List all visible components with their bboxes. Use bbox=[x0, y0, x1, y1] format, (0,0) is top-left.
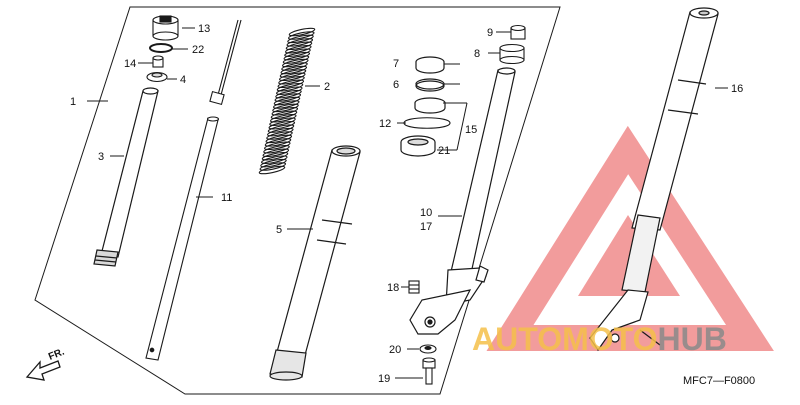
part-dust-seal-7 bbox=[415, 56, 445, 74]
part-guide-bush-21 bbox=[400, 135, 436, 157]
spring-coil bbox=[258, 165, 286, 175]
spring-coil bbox=[275, 89, 302, 99]
part-oil-seal bbox=[414, 97, 446, 114]
part-nut-14 bbox=[152, 55, 164, 68]
spring-coil bbox=[285, 41, 313, 51]
spring-coil bbox=[279, 72, 306, 82]
watermark-text-moto: MOTO bbox=[562, 321, 657, 357]
spring-coil bbox=[265, 134, 293, 144]
label-part-5: 5 bbox=[276, 224, 282, 236]
spring-coil bbox=[273, 100, 300, 109]
label-part-1: 1 bbox=[70, 96, 76, 108]
label-part-21: 21 bbox=[438, 145, 450, 157]
front-direction-indicator: FR. bbox=[25, 346, 66, 381]
spring-coil bbox=[278, 76, 305, 85]
watermark-text-hub: HUB bbox=[657, 321, 726, 357]
part-slide-bush-8 bbox=[499, 43, 525, 65]
label-part-2: 2 bbox=[324, 81, 330, 93]
part-bolt-19 bbox=[422, 357, 436, 385]
watermark-text: AUTOMOTOHUB bbox=[472, 321, 727, 357]
spring-coil bbox=[263, 145, 290, 154]
spring-coil bbox=[271, 107, 299, 116]
spring-coil bbox=[259, 162, 287, 171]
label-part-7: 7 bbox=[393, 58, 399, 70]
part-bolt-18 bbox=[408, 280, 420, 294]
frame-outline bbox=[34, 6, 561, 395]
label-part-16: 16 bbox=[731, 83, 743, 95]
part-oring-22 bbox=[149, 43, 173, 53]
spring-coil bbox=[267, 124, 295, 133]
part-number-labels: 1 2 3 4 5 6 7 8 9 10 11 12 13 14 15 16 1… bbox=[70, 23, 743, 385]
label-part-19: 19 bbox=[378, 373, 390, 385]
label-part-15: 15 bbox=[465, 124, 477, 136]
label-part-14: 14 bbox=[124, 58, 136, 70]
spring-coil bbox=[266, 131, 293, 140]
label-part-17: 17 bbox=[420, 221, 432, 233]
spring-coil bbox=[280, 65, 308, 75]
spring-coil bbox=[270, 114, 297, 123]
spring-coil bbox=[269, 117, 296, 126]
spring-coil bbox=[264, 138, 292, 147]
part-outer-tube bbox=[269, 145, 361, 381]
label-part-8: 8 bbox=[474, 48, 480, 60]
part-back-up-ring-12 bbox=[403, 117, 451, 129]
label-part-22: 22 bbox=[192, 44, 204, 56]
part-bush-9 bbox=[510, 24, 526, 40]
spring-coil bbox=[276, 86, 303, 95]
label-part-20: 20 bbox=[389, 344, 401, 356]
spring-coil bbox=[268, 120, 296, 130]
spring-coil bbox=[273, 96, 301, 106]
spring-coil bbox=[286, 38, 314, 47]
front-direction-label: FR. bbox=[47, 346, 66, 362]
spring-coil bbox=[285, 45, 312, 54]
part-stopper-ring-6 bbox=[415, 78, 445, 92]
label-part-10: 10 bbox=[420, 207, 432, 219]
spring-coil bbox=[284, 48, 311, 57]
spring-coil bbox=[282, 55, 310, 64]
spring-coil bbox=[288, 31, 315, 40]
part-washer-20 bbox=[419, 344, 437, 354]
watermark-text-auto: AUTO bbox=[472, 321, 562, 357]
spring-coil bbox=[281, 62, 308, 71]
label-part-11: 11 bbox=[221, 192, 232, 204]
label-part-6: 6 bbox=[393, 79, 399, 91]
spring-coil bbox=[267, 127, 294, 137]
spring-coil bbox=[276, 82, 304, 92]
spring-coil bbox=[282, 58, 309, 68]
label-part-18: 18 bbox=[387, 282, 399, 294]
spring-coil bbox=[287, 34, 314, 44]
part-washer-4 bbox=[146, 71, 168, 83]
part-fork-leg-left bbox=[409, 67, 516, 335]
part-cap-bolt-13 bbox=[152, 15, 179, 41]
diagram-code: MFC7—F0800 bbox=[683, 375, 755, 387]
spring-coil bbox=[283, 51, 311, 61]
spring-coil bbox=[270, 110, 298, 120]
part-damper-rod bbox=[145, 19, 242, 361]
spring-coil bbox=[261, 151, 289, 161]
label-part-13: 13 bbox=[198, 23, 210, 35]
label-part-4: 4 bbox=[180, 74, 186, 86]
part-inner-slider bbox=[93, 87, 159, 267]
leader-lines bbox=[87, 27, 728, 379]
label-part-9: 9 bbox=[487, 27, 493, 39]
spring-coil bbox=[261, 155, 288, 164]
spring-coil bbox=[279, 69, 307, 78]
part-fork-assembly-right bbox=[589, 7, 719, 352]
part-spring bbox=[258, 27, 316, 175]
label-part-3: 3 bbox=[98, 151, 104, 163]
label-part-12: 12 bbox=[379, 118, 391, 130]
spring-coil bbox=[274, 93, 302, 102]
watermark-triangle-outer bbox=[486, 125, 774, 351]
spring-coil bbox=[272, 103, 299, 113]
spring-coil bbox=[277, 79, 305, 89]
spring-coil bbox=[264, 141, 291, 151]
spring-coil bbox=[260, 158, 287, 168]
spring-coil bbox=[262, 148, 290, 158]
spring-coil bbox=[288, 27, 316, 37]
front-arrow-icon bbox=[25, 360, 61, 381]
